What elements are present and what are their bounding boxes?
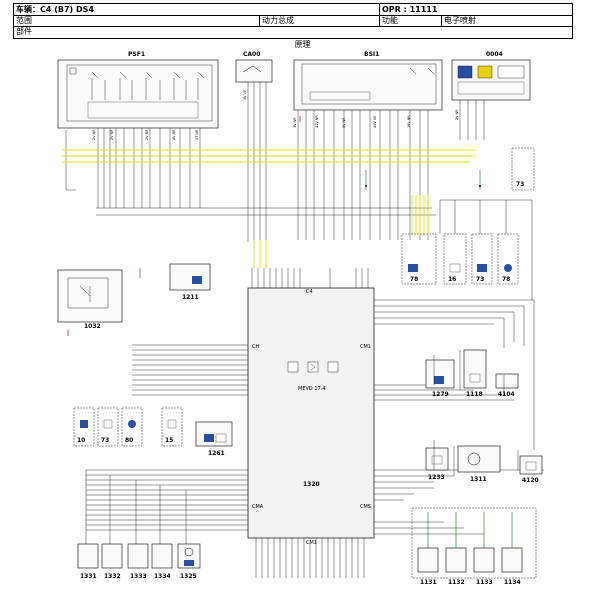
c0004-box [451,59,531,101]
svg-text:2V NR: 2V NR [110,129,114,140]
ca00-label: CA00 [243,51,260,58]
c1334-label: 1334 [154,573,171,580]
ref-73a-label: 73 [101,437,109,444]
svg-text:4V NR: 4V NR [172,129,176,140]
ref-78b-label: 78 [502,276,510,283]
c4104-box [495,373,519,389]
header-row-scope: 范围 动力总成 功能 电子喷射 [14,15,572,27]
opr-value: 11111 [409,5,438,14]
c1131-label: 1131 [420,579,437,586]
svg-text:5V NR: 5V NR [342,117,346,128]
ca00-box [235,59,273,83]
c1211-box [169,263,211,291]
c0004-label: 0004 [486,51,503,58]
ecu-top-label: C4 [306,289,313,295]
ref-16-label: 16 [448,276,456,283]
vehicle-label: 车辆： [16,5,40,14]
ecu-right-pins [374,299,544,535]
scope-value: 动力总成 [260,15,380,26]
yellow-wires [62,149,476,268]
svg-text:2T NR: 2T NR [195,129,199,140]
left-refs [73,407,183,447]
bsi1-label: BSI1 [364,51,379,58]
ecu-left-pins [85,344,248,560]
c1134-label: 1134 [504,579,521,586]
c1118-label: 1118 [466,391,483,398]
green-wires [139,170,481,278]
vehicle-value: C4 (B7) DS4 [40,5,94,14]
c4104-label: 4104 [498,391,515,398]
psf1-label: PSF1 [128,51,145,58]
c1325-label: 1325 [180,573,197,580]
function-label: 功能 [380,15,442,26]
ref-15-label: 15 [165,437,173,444]
ref-73b-label: 73 [476,276,484,283]
bsi1-box [293,59,443,111]
c1118-box [463,349,487,389]
svg-text:2V NR: 2V NR [92,129,96,140]
ecu-right-label: CM1 [360,344,371,350]
ecu-left-label: CH [252,344,259,350]
top-pin-labels: 2V NR 2V NR 2V NR 4V NR 2T NR 3V VE 3V N… [92,90,459,140]
ref-10-label: 10 [77,437,85,444]
ecu-cma-label: CMA [252,504,264,510]
opr-label: OPR : [382,5,407,14]
c1261-label: 1261 [208,450,225,457]
svg-text:3V NR: 3V NR [293,117,297,128]
ref-73c-box [511,147,535,191]
ref-73c-label: 73 [516,181,524,188]
svg-text:2V NR: 2V NR [455,109,459,120]
c1311-box [457,445,501,473]
c1311-label: 1311 [470,476,487,483]
svg-text:16V NR: 16V NR [407,115,411,128]
c1233-box [425,447,449,471]
header-row-vehicle: 车辆：C4 (B7) DS4 OPR : 11111 [14,4,572,16]
ref-78a-label: 78 [410,276,418,283]
svg-text:3V VE: 3V VE [243,90,247,100]
c1332-label: 1332 [104,573,121,580]
svg-text:2V NR: 2V NR [145,129,149,140]
ecu-block [247,287,375,539]
header-table: 车辆：C4 (B7) DS4 OPR : 11111 范围 动力总成 功能 电子… [13,3,573,39]
scope-label: 范围 [14,15,260,26]
vehicle-cell: 车辆：C4 (B7) DS4 [14,4,380,15]
ref-80-label: 80 [125,437,133,444]
c1211-label: 1211 [182,294,199,301]
mid-right-refs [401,233,519,285]
opr-cell: OPR : 11111 [380,4,572,15]
c1133-label: 1133 [476,579,493,586]
ecu-top-pins [251,268,369,288]
bottom-left-components [77,543,201,569]
right-component-wires [433,350,519,476]
c1261-box [195,421,233,447]
ecu-cms-label: CMS [360,504,371,510]
c1032-label: 1032 [84,323,101,330]
ecu-main-label: 1320 [303,481,320,488]
ecu-bottom-label: CM1 [306,540,317,546]
c1032-box [57,269,123,323]
ecu-bottom-pins [255,538,365,578]
ecu-model-label: MEVD 17.4 [298,386,325,392]
c1279-box [425,359,455,389]
c1331-label: 1331 [80,573,97,580]
svg-text:40V VE: 40V VE [373,116,377,128]
c1132-label: 1132 [448,579,465,586]
c1279-label: 1279 [432,391,449,398]
svg-text:40V NR: 40V NR [315,115,319,128]
psf1-box [57,59,219,129]
header-row-part: 部件 [14,26,572,37]
c1333-label: 1333 [130,573,147,580]
diagram-title: 原理 [294,40,311,49]
c4120-label: 4120 [522,477,539,484]
c1233-label: 1233 [428,474,445,481]
function-value: 电子喷射 [444,16,476,25]
part-label: 部件 [16,27,32,36]
injector-group [411,507,537,579]
c4120-box [519,455,543,475]
